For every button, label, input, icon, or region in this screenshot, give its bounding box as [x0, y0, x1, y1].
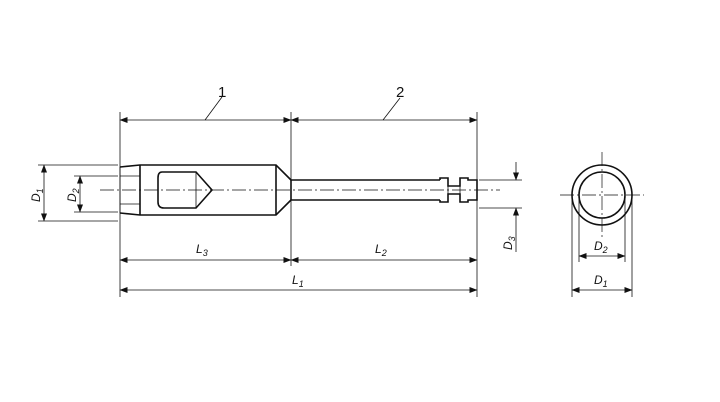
shaft-end-groove [439, 177, 478, 203]
leader-line [204, 96, 223, 121]
label-D1: D1 [29, 188, 45, 202]
side-view: 1 2 L3 L2 L1 D1 D2 [29, 84, 522, 297]
label-L1: L1 [292, 273, 304, 289]
label-D2-end: D2 [594, 239, 608, 255]
shaft [290, 179, 440, 201]
part-number-2: 2 [396, 84, 404, 101]
label-D3: D3 [501, 236, 517, 250]
end-view: D2 D1 [560, 152, 644, 297]
label-L3: L3 [196, 242, 208, 258]
leader-line [382, 97, 401, 121]
sleeve-section [119, 164, 292, 216]
part-number-1: 1 [218, 84, 226, 101]
label-D1-end: D1 [594, 273, 608, 289]
label-D2: D2 [65, 188, 81, 202]
cutting-window [157, 171, 214, 209]
label-L2: L2 [375, 242, 387, 258]
